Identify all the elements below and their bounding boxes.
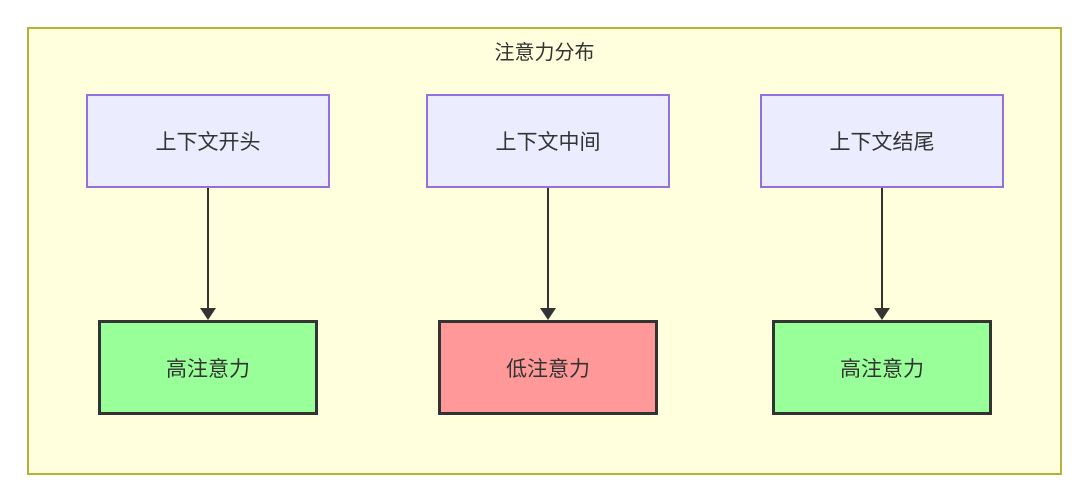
node-context-middle: 上下文中间 [426, 94, 670, 188]
node-label: 上下文中间 [495, 131, 601, 154]
attention-distribution-subgraph: 注意力分布 上下文开头 高注意力 上下文中间 低注意力 上下文结尾 [27, 27, 1062, 475]
node-high-attention-1: 高注意力 [98, 320, 318, 415]
arrow-head-icon [874, 308, 890, 320]
arrow-line [207, 188, 209, 308]
arrow-line [547, 188, 549, 308]
node-label: 低注意力 [506, 357, 590, 381]
arrow-end-to-high [874, 188, 890, 320]
arrow-head-icon [540, 308, 556, 320]
node-context-beginning: 上下文开头 [86, 94, 330, 188]
arrow-line [881, 188, 883, 308]
arrow-middle-to-low [540, 188, 556, 320]
arrow-beginning-to-high [200, 188, 216, 320]
node-label: 上下文结尾 [829, 131, 935, 154]
node-label: 上下文开头 [155, 131, 261, 154]
diagram-title: 注意力分布 [494, 42, 595, 64]
node-label: 高注意力 [840, 357, 924, 381]
node-low-attention: 低注意力 [438, 320, 658, 415]
node-context-end: 上下文结尾 [760, 94, 1004, 188]
node-label: 高注意力 [166, 357, 250, 381]
node-high-attention-2: 高注意力 [772, 320, 992, 415]
arrow-head-icon [200, 308, 216, 320]
